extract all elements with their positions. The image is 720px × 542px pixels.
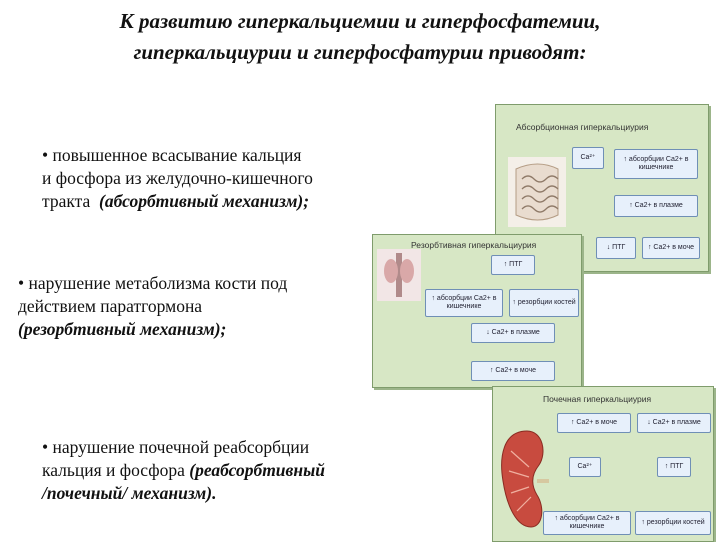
box-urine: ↑ Ca2+ в моче: [471, 361, 555, 381]
box-resorb: ↑ резорбции костей: [509, 289, 579, 317]
box-absorb: ↑ абсорбции Ca2+ в кишечнике: [543, 511, 631, 535]
box-plasma: ↑ Ca2+ в плазме: [614, 195, 698, 217]
bullet-3-line-3-em: /почечный/ механизм).: [42, 483, 217, 503]
panel-renal-title: Почечная гиперкальциурия: [543, 394, 652, 404]
parathyroid-illustration: [377, 249, 421, 301]
bullet-2-line-3: (резорбтивный механизм);: [18, 318, 368, 341]
bullet-3-line-2-plain: кальция и фосфора: [42, 460, 190, 480]
box-resorb: ↑ резорбции костей: [635, 511, 711, 535]
box-ptg: ↑ ПТГ: [491, 255, 535, 275]
box-ptg: ↑ ПТГ: [657, 457, 691, 477]
bullet-3-line-2-em: (реабсорбтивный: [189, 460, 325, 480]
box-ca: Ca²⁺: [572, 147, 604, 169]
panel-absorptive-title: Абсорбционная гиперкальциурия: [516, 122, 649, 132]
bullet-2-line-1: • нарушение метаболизма кости под: [18, 273, 288, 293]
bullet-absorptive: • повышенное всасывание кальция и фосфор…: [42, 144, 392, 213]
bullet-2-line-2: действием паратгормона: [18, 296, 203, 316]
box-plasma: ↓ Ca2+ в плазме: [471, 323, 555, 343]
box-urine: ↑ Ca2+ в моче: [557, 413, 631, 433]
title-line-2: гиперкальциурии и гиперфосфатурии привод…: [133, 40, 587, 64]
intestine-illustration: [508, 157, 566, 227]
bullet-1-line-3-plain: тракта: [42, 191, 100, 211]
bullet-1-line-3: тракта (абсорбтивный механизм);: [42, 190, 392, 213]
box-plasma: ↓ Ca2+ в плазме: [637, 413, 711, 433]
bullet-1-line-1: • повышенное всасывание кальция: [42, 145, 302, 165]
bullet-2-line-3-em: (резорбтивный механизм);: [18, 319, 227, 339]
bullet-resorptive: • нарушение метаболизма кости под действ…: [18, 272, 368, 341]
box-absorb: ↑ абсорбции Ca2+ в кишечнике: [425, 289, 503, 317]
box-absorb: ↑ абсорбции Ca2+ в кишечнике: [614, 149, 698, 179]
bullet-1-line-2: и фосфора из желудочно-кишечного: [42, 168, 313, 188]
bullet-1-line-3-em: (абсорбтивный механизм);: [99, 191, 310, 211]
title-line-1: К развитию гиперкальциемии и гиперфосфат…: [119, 9, 601, 33]
kidney-illustration: [501, 430, 549, 528]
box-ca: Ca²⁺: [569, 457, 601, 477]
panel-resorptive: Резорбтивная гиперкальциурия ↑ ПТГ ↑ абс…: [372, 234, 582, 388]
slide-title: К развитию гиперкальциемии и гиперфосфат…: [40, 6, 680, 68]
panel-renal: Почечная гиперкальциурия ↑ Ca2+ в моче ↓…: [492, 386, 714, 542]
bullet-3-line-2: кальция и фосфора (реабсорбтивный: [42, 459, 442, 482]
panel-resorptive-title: Резорбтивная гиперкальциурия: [411, 240, 537, 250]
box-ptg: ↓ ПТГ: [596, 237, 636, 259]
bullet-3-line-1: • нарушение почечной реабсорбции: [42, 437, 310, 457]
bullet-3-line-3: /почечный/ механизм).: [42, 482, 442, 505]
bullet-renal: • нарушение почечной реабсорбции кальция…: [42, 436, 442, 505]
box-urine: ↑ Ca2+ в моче: [642, 237, 700, 259]
